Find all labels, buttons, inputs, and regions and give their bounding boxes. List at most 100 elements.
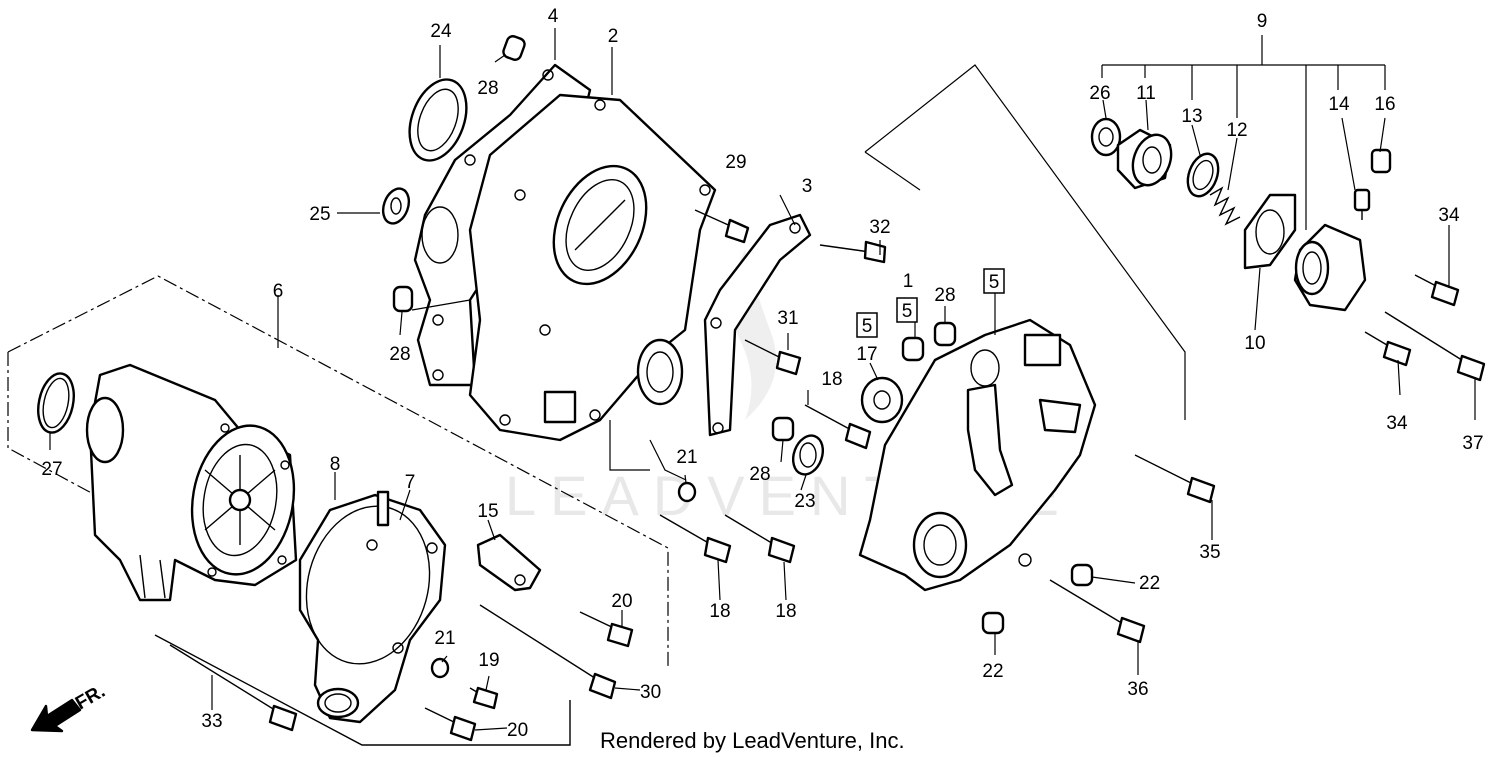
water-pump-body xyxy=(85,363,298,602)
callout-5-c: 5 xyxy=(989,272,1000,293)
callout-24: 24 xyxy=(430,21,452,42)
callout-4: 4 xyxy=(548,6,559,27)
callout-28-left: 28 xyxy=(389,344,410,365)
callout-5-a: 5 xyxy=(862,316,873,337)
callout-18-a: 18 xyxy=(821,369,842,390)
callout-22-b: 22 xyxy=(982,661,1003,682)
callout-15: 15 xyxy=(477,501,498,522)
dowel-28-left xyxy=(392,285,414,313)
bolt-20-a xyxy=(579,611,634,648)
callout-29: 29 xyxy=(725,152,746,173)
dowel-22-b xyxy=(981,611,1005,635)
callout-13: 13 xyxy=(1181,106,1202,127)
callout-5-b: 5 xyxy=(902,301,913,322)
dowel-28-right xyxy=(933,321,957,347)
bolt-32 xyxy=(819,240,887,264)
callout-20-a: 20 xyxy=(611,591,632,612)
ring-13 xyxy=(1186,152,1220,198)
oil-seal-24 xyxy=(408,78,468,162)
callout-28-mid: 28 xyxy=(749,464,770,485)
callout-20-b: 20 xyxy=(507,720,528,741)
group-bracket-9 xyxy=(1101,35,1386,230)
bolt-18-a xyxy=(804,404,872,450)
bolt-30 xyxy=(479,604,617,700)
cover-2 xyxy=(468,93,717,442)
callout-21-b: 21 xyxy=(434,628,455,649)
leader-lines xyxy=(49,28,1476,731)
callout-31: 31 xyxy=(777,308,798,329)
callout-26: 26 xyxy=(1089,83,1110,104)
callout-5-box-a xyxy=(856,312,878,338)
bearing-26 xyxy=(1090,117,1122,157)
callout-16: 16 xyxy=(1374,94,1395,115)
callout-12: 12 xyxy=(1226,120,1247,141)
render-credit: Rendered by LeadVenture, Inc. xyxy=(600,728,905,753)
sensor-14-16 xyxy=(1353,148,1392,220)
bolt-33 xyxy=(169,644,298,732)
callout-19: 19 xyxy=(478,650,499,671)
bolt-18-c xyxy=(724,514,796,564)
callout-32: 32 xyxy=(869,217,890,238)
callout-9: 9 xyxy=(1257,11,1268,32)
callout-35: 35 xyxy=(1199,542,1220,563)
bracket-3 xyxy=(703,213,812,437)
callout-14: 14 xyxy=(1328,94,1350,115)
callout-22-a: 22 xyxy=(1139,573,1160,594)
dowel-28-mid xyxy=(771,416,795,442)
sensor-15 xyxy=(476,533,542,592)
callout-18-b: 18 xyxy=(709,601,730,622)
cover-5 xyxy=(858,318,1097,592)
callout-33: 33 xyxy=(201,711,222,732)
callout-37: 37 xyxy=(1462,433,1483,454)
bolt-34-b xyxy=(1364,331,1412,367)
callout-28-top: 28 xyxy=(477,78,498,99)
front-arrow-icon xyxy=(30,698,82,733)
callout-5-box-b xyxy=(896,297,918,323)
callout-5-box-c xyxy=(983,268,1005,294)
washer-21-b xyxy=(430,657,450,679)
callout-28-right: 28 xyxy=(934,285,955,306)
callout-36: 36 xyxy=(1127,679,1148,700)
callout-7: 7 xyxy=(405,472,416,493)
dowel-22-a xyxy=(1070,563,1094,587)
callout-34-a: 34 xyxy=(1438,205,1460,226)
callout-27: 27 xyxy=(41,459,62,480)
group-bracket-5 xyxy=(609,64,1186,471)
callout-8: 8 xyxy=(330,454,341,475)
water-pump-cover xyxy=(298,490,447,724)
callout-2: 2 xyxy=(608,26,619,47)
oil-seal-23 xyxy=(791,434,825,476)
callout-25: 25 xyxy=(309,204,330,225)
housing-9 xyxy=(1293,223,1367,312)
callout-6: 6 xyxy=(273,281,284,302)
callout-11: 11 xyxy=(1136,83,1156,104)
callout-18-c: 18 xyxy=(775,601,796,622)
bolt-35 xyxy=(1134,454,1216,504)
callout-1: 1 xyxy=(903,271,914,292)
gasket-10 xyxy=(1243,193,1297,270)
callout-34-b: 34 xyxy=(1386,413,1408,434)
callout-10: 10 xyxy=(1244,333,1265,354)
o-ring-27 xyxy=(37,372,75,434)
collar-1 xyxy=(901,336,925,362)
callout-labels: 24 4 2 28 25 28 6 27 29 3 32 31 1 5 5 28… xyxy=(41,6,1483,741)
bolt-29 xyxy=(694,209,750,244)
collar-25 xyxy=(381,187,411,225)
seal-11 xyxy=(1116,128,1173,190)
bolt-36 xyxy=(1049,579,1146,644)
bolt-20-b xyxy=(424,707,477,742)
dowel-28-top xyxy=(502,35,526,61)
spring-12 xyxy=(1209,186,1241,226)
collar-17 xyxy=(860,376,904,424)
callout-23: 23 xyxy=(794,491,815,512)
bolt-19 xyxy=(469,686,499,710)
callout-21-a: 21 xyxy=(676,447,697,468)
bolt-31 xyxy=(744,339,802,376)
bolt-34-a xyxy=(1414,274,1460,307)
washer-21-a xyxy=(677,481,697,503)
callout-17: 17 xyxy=(856,344,877,365)
bolt-37 xyxy=(1384,311,1486,382)
callout-3: 3 xyxy=(802,176,813,197)
